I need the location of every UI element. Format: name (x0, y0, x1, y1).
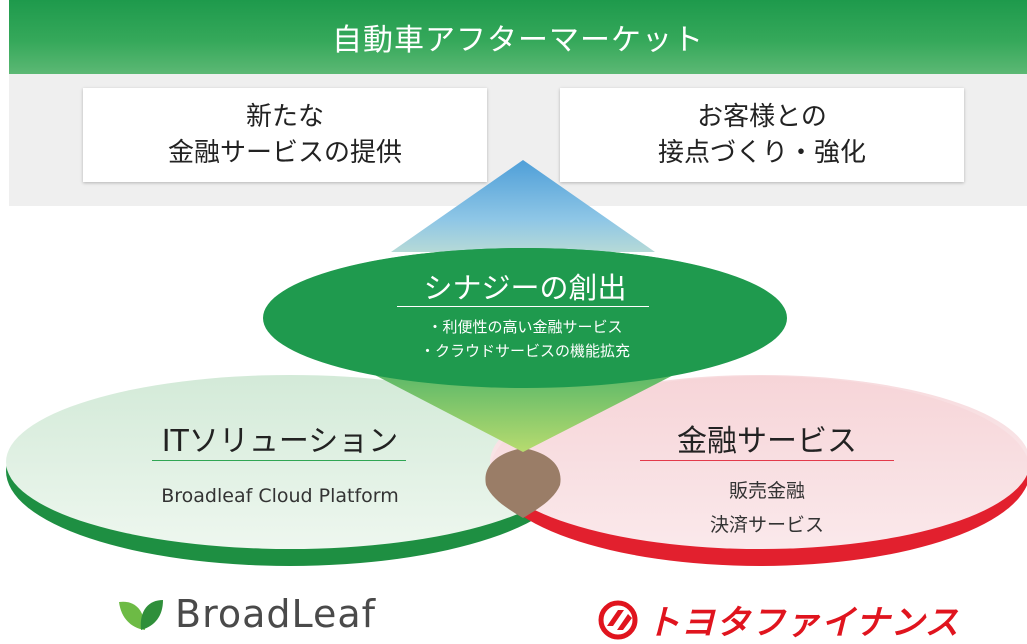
synergy-item-2: ・クラウドサービスの機能拡充 (419, 342, 630, 360)
header-title: 自動車アフターマーケット (332, 23, 704, 58)
card-customer-touchpoints: お客様との 接点づくり・強化 (560, 88, 964, 182)
financial-services-title: 金融サービス (677, 424, 857, 459)
toyota-finance-emblem-icon (598, 600, 638, 639)
toyota-finance-wordmark: トヨタファイナンス (646, 603, 960, 643)
toyota-finance-logo: トヨタファイナンス (598, 595, 960, 644)
broadleaf-wordmark: BroadLeaf (175, 592, 377, 636)
financial-item-2: 決済サービス (709, 514, 824, 536)
synergy-underline (397, 306, 649, 307)
card-right-line2: 接点づくり・強化 (657, 138, 866, 168)
card-left-line1: 新たな (245, 102, 324, 132)
overlap-shape (485, 448, 561, 518)
card-left-line2: 金融サービスの提供 (167, 138, 402, 168)
finance-ellipse (490, 375, 1027, 549)
it-ellipse (6, 375, 574, 549)
it-solution-underline (152, 460, 406, 461)
synergy-title: シナジーの創出 (423, 271, 627, 305)
financial-services-underline (640, 460, 894, 461)
leaf-icon (119, 600, 163, 630)
synergy-item-1: ・利便性の高い金融サービス (427, 318, 623, 336)
card-right-line1: お客様との (697, 102, 827, 132)
financial-item-1: 販売金融 (728, 480, 805, 502)
broadleaf-logo: BroadLeaf (115, 592, 376, 636)
header-banner: 自動車アフターマーケット (9, 0, 1027, 74)
it-solution-title: ITソリューション (161, 424, 399, 459)
synergy-ellipse (263, 248, 787, 388)
it-solution-subtitle: Broadleaf Cloud Platform (161, 485, 399, 507)
card-new-financial-services: 新たな 金融サービスの提供 (83, 88, 487, 182)
